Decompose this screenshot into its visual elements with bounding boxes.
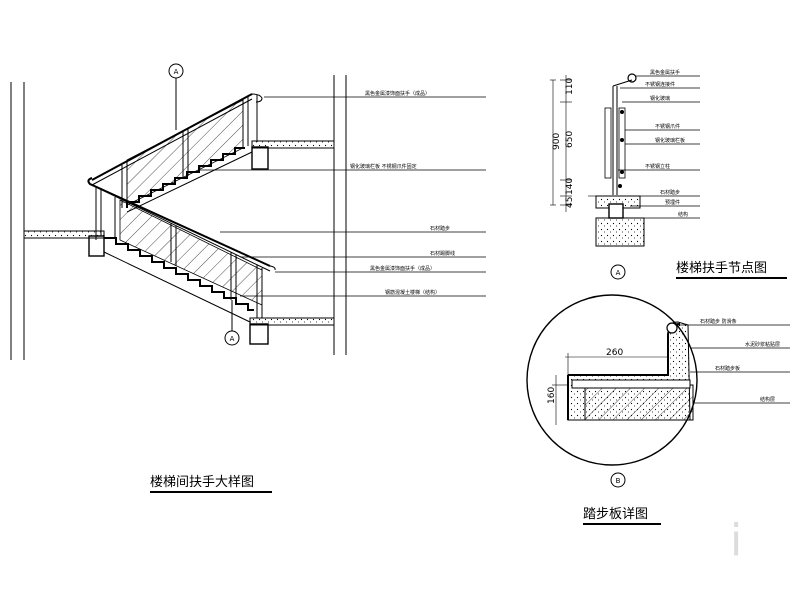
lower-flight-soffit	[103, 251, 251, 323]
tread-detail: 260 160 石材踏步 防滑条 水泥砂浆粘贴层 石材踏步板 结构层 B 踏步板…	[526, 294, 790, 525]
annotation-text: 水泥砂浆粘贴层	[745, 341, 780, 348]
lower-handrail	[87, 177, 271, 267]
staircase-elevation: A A 黑色金属漆饰面扶手（成品） 钢化玻璃栏板 不锈钢爪件固定 石材踏步 石材…	[10, 63, 486, 493]
dimension-text: 260	[606, 348, 623, 358]
upper-flight-steps	[126, 147, 245, 208]
annotation-text: 黑色金属漆饰面扶手（成品）	[365, 90, 430, 97]
glass-panel	[604, 107, 612, 179]
bracket	[612, 79, 633, 87]
dimension-text: 160	[547, 387, 557, 404]
detail-circle	[526, 294, 698, 466]
annotation-text: 钢化玻璃	[650, 95, 670, 102]
lower-flight-steps	[104, 237, 254, 311]
watermark: i	[730, 515, 742, 566]
annotation-text: 钢化玻璃栏板	[655, 137, 685, 144]
annotation-text: 不锈钢立柱	[645, 163, 670, 170]
detail-callout-a	[610, 264, 626, 280]
dimension-text: 110	[565, 78, 575, 95]
handrail-detail-title: 楼梯扶手节点图	[676, 261, 767, 276]
annotation-text: 钢化玻璃栏板 不锈钢爪件固定	[350, 163, 417, 170]
upper-landing-slab	[251, 140, 335, 149]
anchor-block	[608, 203, 624, 219]
handrail-section	[627, 73, 637, 83]
upper-handrail-bottom	[91, 98, 253, 186]
dimension-text: 45	[565, 197, 575, 208]
dimension-text: 650	[565, 131, 575, 148]
staircase-title: 楼梯间扶手大样图	[150, 475, 254, 490]
tread-outline	[568, 323, 681, 376]
upper-handrail-end	[251, 93, 263, 103]
annotation-text: 石材踏步	[430, 225, 450, 232]
fitting	[620, 138, 624, 142]
detail-callout-a-label: A	[616, 269, 621, 277]
upper-landing-beam	[251, 146, 269, 170]
handrail-detail: 110 650 140 45 900 黑色金属扶手 不锈	[550, 69, 787, 280]
landing-slab	[23, 230, 105, 239]
callout-label-bottom: A	[230, 335, 235, 343]
nosing	[666, 322, 678, 334]
callout-label-top: A	[174, 68, 179, 76]
annotation-text: 结构层	[760, 396, 775, 403]
annotation-text: 不锈钢连接件	[645, 81, 675, 88]
structure-layer	[584, 384, 694, 421]
annotation-text: 石材踏步	[660, 189, 680, 196]
fitting	[620, 110, 624, 114]
dimension-text: 140	[565, 178, 575, 195]
structure-block	[595, 217, 645, 247]
annotation-text: 钢筋混凝土楼梯（结构）	[385, 289, 440, 296]
upper-handrail	[91, 93, 253, 181]
lower-handrail-end	[269, 265, 276, 271]
fitting	[620, 170, 624, 174]
annotation-text: 石材踏步 防滑条	[700, 318, 737, 325]
dimension-text: 900	[552, 133, 562, 150]
annotation-text: 不锈钢爪件	[655, 123, 680, 130]
annotation-text: 石材踏步板	[715, 365, 740, 372]
annotation-text: 黑色金属漆饰面扶手（成品）	[370, 265, 435, 272]
mortar-layer	[571, 379, 691, 389]
detail-callout-b	[610, 472, 626, 488]
annotation-text: 结构	[678, 211, 688, 218]
detail-callout-b-label: B	[616, 477, 621, 485]
annotation-text: 石材踢脚线	[430, 250, 455, 257]
callout-circle-bottom	[224, 330, 240, 346]
upper-flight-soffit	[126, 151, 253, 213]
lower-landing-beam	[249, 323, 269, 345]
glass-panel	[618, 107, 626, 179]
annotation-text: 黑色金属扶手	[650, 69, 680, 76]
fitting	[618, 184, 622, 188]
tread-detail-title: 踏步板详图	[583, 507, 648, 522]
annotation-text: 预埋件	[665, 199, 680, 206]
callout-circle-top	[168, 63, 184, 79]
